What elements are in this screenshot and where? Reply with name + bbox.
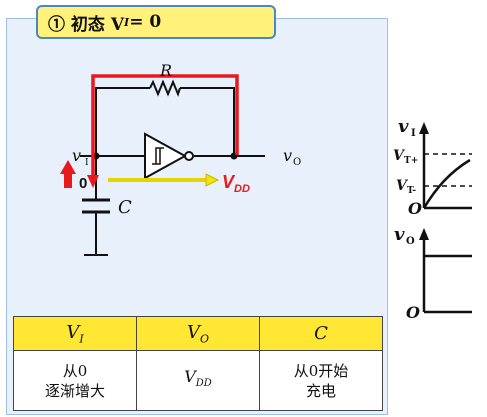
vo-label: v — [283, 146, 292, 165]
vt-plus-label: V — [393, 148, 406, 164]
vdd-sub: DD — [234, 183, 250, 195]
vi-axis-label: v — [398, 116, 409, 137]
header-vo: VO — [136, 316, 260, 351]
cell-c-state: 从0开始 充电 — [259, 350, 383, 411]
charge-arrowhead — [205, 173, 220, 187]
vo-axis-arrow — [419, 228, 429, 240]
table-row: 从0 逐渐增大 VDD 从0开始 充电 — [13, 350, 383, 411]
state-table: VI VO C 从0 逐渐增大 VDD 从0开始 充电 — [13, 316, 383, 411]
vt-plus-sub: T+ — [404, 156, 418, 166]
table-header-row: VI VO C — [13, 316, 383, 351]
title-text: ① 初态 V — [48, 14, 125, 35]
vi-label: v — [72, 146, 81, 165]
origin-bottom-label: O — [406, 303, 420, 322]
cell-vi-state: 从0 逐渐增大 — [13, 350, 137, 411]
title-sub: I — [124, 15, 130, 29]
resistor-symbol — [149, 79, 181, 97]
vo-sub: O — [293, 157, 301, 168]
rising-arrow-icon — [60, 160, 76, 188]
circuit-wires — [80, 87, 265, 256]
zero-label: 0 — [79, 175, 87, 192]
vi-axis-arrow — [419, 122, 429, 134]
vi-sub: I — [85, 158, 89, 168]
title-tail: = 0 — [129, 12, 162, 32]
highlight-path — [91, 74, 239, 178]
header-vi: VI — [13, 316, 137, 351]
vt-minus-sub: T- — [407, 186, 416, 196]
capacitor-label: C — [118, 197, 132, 218]
vo-axis-sub: O — [406, 236, 415, 247]
vi-axis-sub: I — [411, 128, 416, 139]
vi-charge-curve — [422, 158, 471, 209]
vdd-label: V — [222, 172, 236, 192]
resistor-label: R — [159, 61, 172, 80]
waveform-axes — [422, 132, 472, 314]
highlight-arrowhead — [87, 175, 99, 188]
capacitor-symbol — [82, 198, 110, 214]
vo-axis-label: v — [394, 224, 405, 245]
vt-minus-label: V — [396, 178, 409, 194]
cell-vo-state: VDD — [136, 350, 260, 411]
origin-top-label: O — [408, 199, 422, 218]
hysteresis-icon — [152, 147, 164, 165]
header-c: C — [259, 316, 383, 351]
schmitt-inverter — [144, 132, 194, 180]
